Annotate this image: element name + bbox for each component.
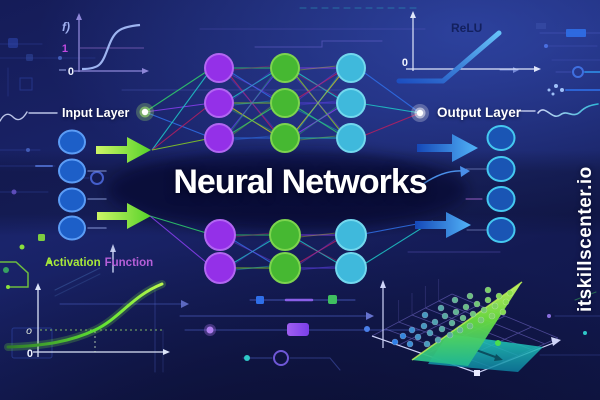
relu-tick-0: 0 (402, 57, 408, 69)
sigmoid-mini-plot (59, 13, 149, 74)
relu-mini-plot (396, 11, 541, 84)
io-node (58, 158, 86, 184)
io-node (486, 217, 516, 243)
scatter-dot (477, 316, 485, 324)
sigmoid-tick-1: 1 (62, 43, 68, 55)
network-node (204, 88, 234, 118)
scatter-dot (452, 308, 460, 316)
scatter-dot (448, 319, 456, 327)
surface-3d-plot (371, 279, 561, 376)
scatter-dot (484, 296, 492, 304)
io-node (58, 187, 86, 213)
scatter-dot (459, 314, 467, 322)
network-node (336, 53, 366, 83)
scatter-dot (426, 329, 434, 337)
scatter-dot (473, 300, 481, 308)
io-node (58, 129, 86, 155)
arrow-right-bottom (415, 212, 471, 238)
network-node (204, 53, 234, 83)
scatter-dot (423, 340, 431, 348)
network-node (204, 123, 234, 153)
io-node (486, 186, 516, 212)
fn-label: f) (62, 20, 70, 34)
network-node (204, 252, 236, 284)
scatter-dot (480, 306, 488, 314)
scatter-dot (469, 310, 477, 318)
scatter-dot (506, 289, 514, 297)
network-node (335, 219, 367, 251)
function-word: Function (104, 257, 154, 269)
scatter-dot (399, 332, 407, 340)
title-backdrop (107, 150, 467, 230)
plot-tick-labels: f) 1 0 0 o 0 (26, 20, 408, 360)
scatter-dot (502, 298, 510, 306)
io-node (486, 125, 516, 151)
scatter-dot (491, 302, 499, 310)
scatter-dot (466, 322, 474, 330)
hub-dot (416, 109, 424, 117)
thin-curved-arrow (422, 170, 463, 185)
network-node (270, 123, 300, 153)
hub-glow-dots (136, 103, 429, 122)
io-node (486, 156, 516, 182)
activation-tick-0: 0 (27, 348, 33, 360)
scatter-dot (462, 303, 470, 311)
scatter-dot (484, 286, 492, 294)
network-node (336, 123, 366, 153)
arrow-right-top (417, 134, 478, 162)
scatter-dot (408, 326, 416, 334)
scatter-dot (438, 325, 446, 333)
network-nodes (204, 53, 367, 284)
scatter-dot (421, 311, 429, 319)
io-node (58, 215, 86, 241)
scatter-dot (456, 326, 464, 334)
network-node (269, 219, 301, 251)
network-node (336, 88, 366, 118)
scatter-dot (420, 322, 428, 330)
circuit-decoration (0, 7, 600, 373)
scatter-dot (391, 338, 399, 346)
arrow-left-top (96, 137, 151, 163)
scatter-dot (441, 312, 449, 320)
input-layer-label: Input Layer (62, 106, 130, 120)
scatter-dot (499, 308, 507, 316)
activation-tick-mid: o (26, 325, 32, 337)
scatter-dot (488, 312, 496, 320)
scatter-dot (466, 292, 474, 300)
arrow-left-bottom (97, 203, 151, 229)
scatter-dot (495, 292, 503, 300)
page-title: Neural Networks (173, 163, 427, 201)
sigmoid-tick-0: 0 (68, 66, 74, 78)
network-node (270, 53, 300, 83)
scatter-dot (406, 340, 414, 348)
scatter-dot (414, 333, 422, 341)
io-layer-nodes (58, 125, 516, 243)
scatter-dot (446, 331, 454, 339)
flow-arrows (96, 134, 478, 238)
relu-label: ReLU (451, 21, 483, 35)
scatter-dot (431, 318, 439, 326)
network-node (269, 252, 301, 284)
watermark-brand: itskillscenter.io (575, 166, 596, 312)
activation-word: Activation (45, 257, 101, 269)
network-node (204, 219, 236, 251)
output-layer-label: Output Layer (437, 105, 522, 120)
activation-function-plot (4, 280, 170, 357)
scatter-dot (434, 336, 442, 344)
network-node (270, 88, 300, 118)
hub-dot (141, 108, 149, 116)
scatter-dot (451, 296, 459, 304)
scatter-dot (437, 304, 445, 312)
network-node (335, 252, 367, 284)
